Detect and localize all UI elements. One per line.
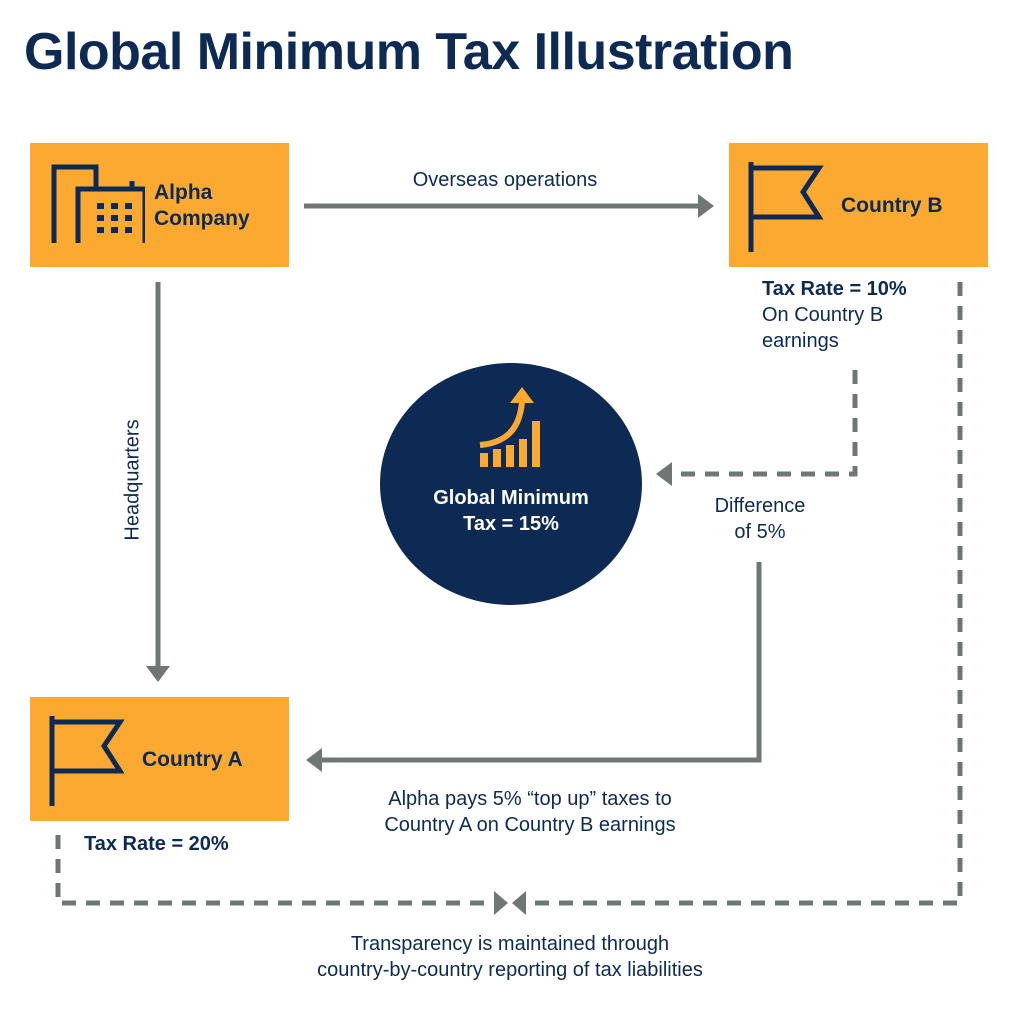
country-b-note-line1: On Country B	[762, 304, 884, 326]
flag-icon	[748, 162, 824, 252]
top-up-label-line2: Country A on Country B earnings	[384, 814, 676, 836]
country-a-tax-rate: Tax Rate = 20%	[84, 833, 229, 855]
country-a-label: Country A	[142, 748, 243, 771]
global-minimum-circle	[380, 363, 642, 605]
alpha-company-box: Alpha Company	[30, 143, 289, 267]
overseas-operations-label: Overseas operations	[412, 169, 598, 191]
country-a-box: Country A	[30, 697, 289, 821]
country-b-note-line2: earnings	[762, 330, 839, 352]
country-b-box: Country B	[729, 143, 988, 267]
page-title: Global Minimum Tax Illustration	[24, 23, 794, 81]
growth-chart-icon	[479, 387, 540, 467]
country-b-tax-rate: Tax Rate = 10%	[762, 278, 907, 300]
headquarters-label: Headquarters	[121, 419, 144, 541]
difference-label-line1: Difference	[714, 495, 806, 517]
global-minimum-line1: Global Minimum	[433, 487, 589, 509]
alpha-company-label-line1: Alpha	[154, 181, 213, 204]
footer-line2: country-by-country reporting of tax liab…	[317, 959, 703, 981]
flag-icon	[49, 716, 125, 806]
difference-label-line2: of 5%	[734, 521, 786, 543]
global-minimum-line2: Tax = 15%	[463, 513, 559, 535]
footer-line1: Transparency is maintained through	[350, 933, 670, 955]
country-b-label: Country B	[841, 194, 943, 217]
top-up-label-line1: Alpha pays 5% “top up” taxes to	[388, 788, 672, 810]
alpha-company-label-line2: Company	[154, 207, 250, 230]
building-icon	[51, 164, 145, 243]
